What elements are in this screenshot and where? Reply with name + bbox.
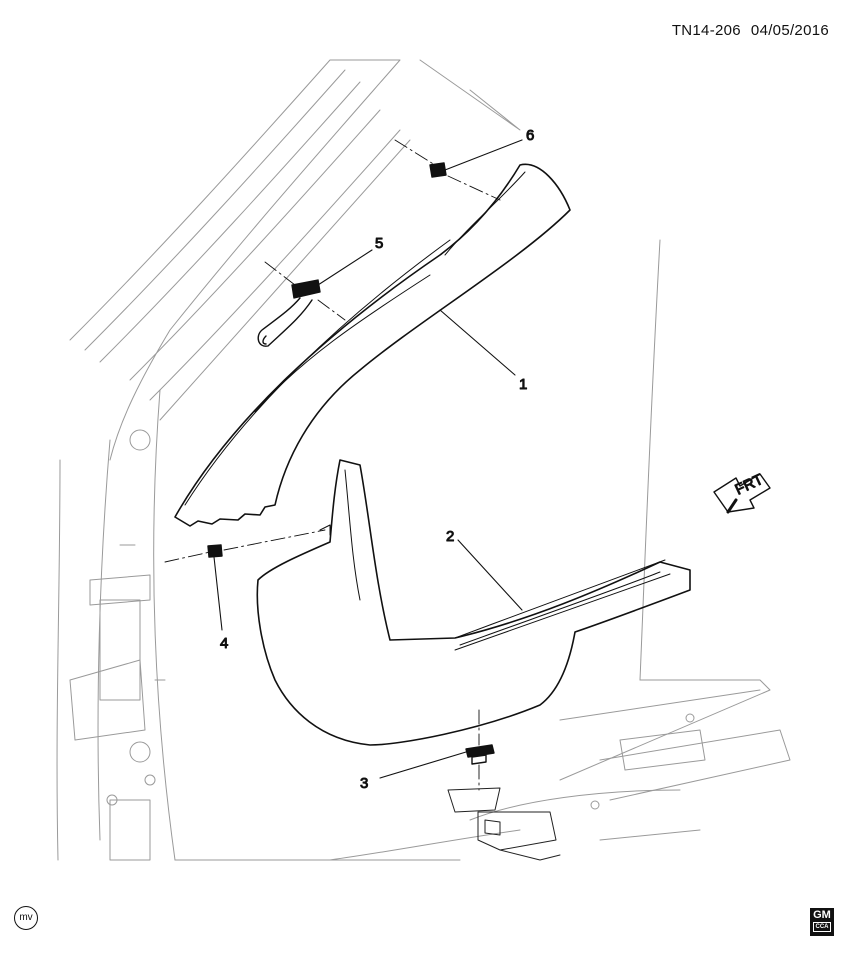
diagram-code: TN14-206 [671, 22, 741, 39]
callout-3: 3 [360, 775, 368, 792]
alignment-lines [164, 139, 501, 791]
mv-mark: mv [14, 906, 38, 930]
diagram-date: 04/05/2016 [750, 22, 829, 39]
part-6-clip [429, 162, 447, 178]
leader-lines [213, 139, 523, 779]
gm-logo-text: GM [813, 909, 831, 921]
part-2-sill-trim [256, 459, 691, 746]
part-5-tether [257, 279, 321, 347]
frt-label: FRT [733, 471, 766, 499]
callout-4: 4 [220, 635, 228, 652]
callout-1: 1 [519, 376, 527, 393]
gm-logo-sub: CCA [813, 922, 831, 932]
floor-bracket [447, 787, 561, 861]
gm-logo: GM CCA [810, 908, 834, 936]
callout-5: 5 [375, 235, 383, 252]
callout-2: 2 [446, 528, 454, 545]
callout-6: 6 [526, 127, 534, 144]
body-structure [56, 59, 791, 861]
part-1-pillar-trim [174, 163, 571, 527]
diagram-header: TN14-206 04/05/2016 [672, 22, 829, 39]
part-3-clip [465, 744, 495, 765]
front-arrow-icon: FRT [713, 471, 771, 514]
part-4-clip [207, 544, 223, 558]
